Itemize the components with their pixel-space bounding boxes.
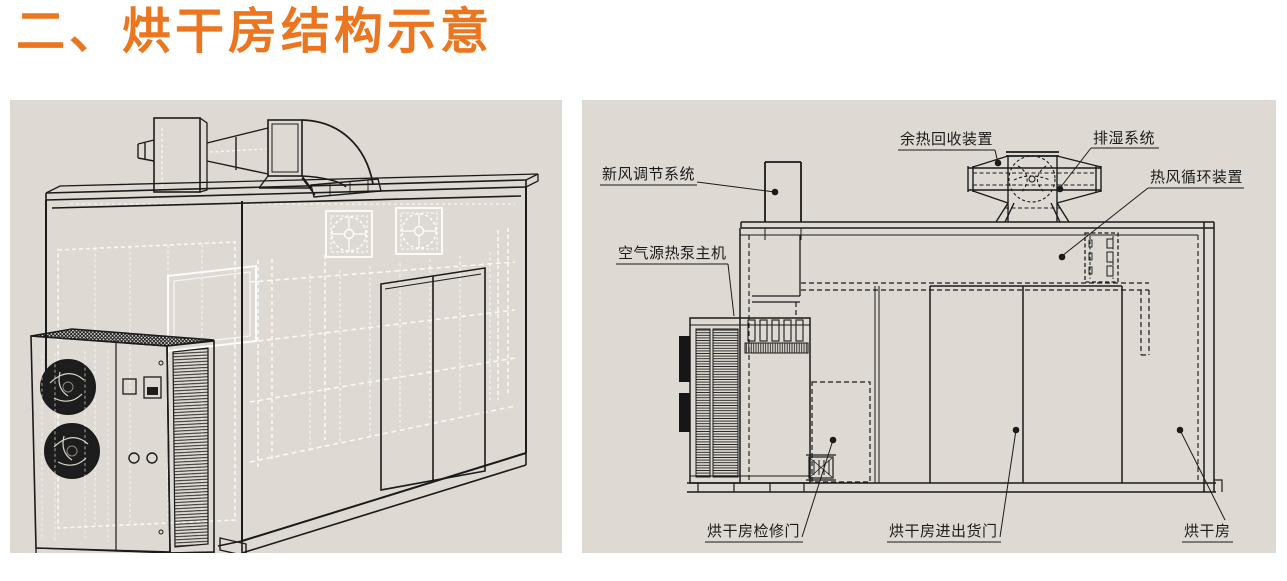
fresh-air-inlet-duct [752, 235, 801, 303]
heat-pump-3d [30, 328, 215, 553]
page-title: 二、烘干房结构示意 [16, 5, 494, 59]
label-air-source-heat-pump: 空气源热泵主机 [618, 245, 727, 262]
ghost-fan-icon [395, 207, 443, 255]
label-maintenance-door: 烘干房检修门 [707, 523, 800, 540]
heat-pump-2d [679, 317, 811, 492]
roof-exhaust-fan [967, 151, 1102, 223]
fresh-air-duct [764, 161, 802, 240]
drying-room-outline [687, 221, 1223, 493]
left-panel-3d-view [10, 100, 562, 553]
label-cargo-door: 烘干房进出货门 [889, 523, 998, 540]
labels: 新风调节系统 余热回收装置 排湿系统 热风循环装置 空气源热泵主机 烘干房检修门… [600, 130, 1244, 543]
container-door-outline [380, 267, 486, 491]
label-hot-air-circulation-device: 热风循环装置 [1150, 169, 1243, 186]
label-dehumidification-system: 排湿系统 [1093, 130, 1155, 147]
ghost-interior [57, 128, 516, 529]
rooftop-duct [137, 117, 382, 198]
label-fresh-air-system: 新风调节系统 [602, 166, 695, 183]
fan-icon [40, 359, 96, 415]
leader-lines [696, 147, 1226, 538]
circulation-fan-box [1084, 232, 1119, 283]
drying-room-3d-diagram [30, 117, 539, 553]
fan-icon [44, 423, 100, 479]
drying-room-schematic: 新风调节系统 余热回收装置 排湿系统 热风循环装置 空气源热泵主机 烘干房检修门… [600, 130, 1244, 543]
air-duct-dashed [795, 282, 1150, 356]
fan-blade-icon [1008, 155, 1056, 203]
maintenance-door-outline [806, 286, 880, 483]
ghost-fan-icon [325, 210, 373, 258]
label-drying-room: 烘干房 [1184, 523, 1231, 540]
cargo-door-outline [929, 285, 1123, 483]
container-wireframe [45, 173, 539, 553]
right-panel-schematic: 新风调节系统 余热回收装置 排湿系统 热风循环装置 空气源热泵主机 烘干房检修门… [582, 100, 1276, 553]
label-heat-recovery-device: 余热回收装置 [900, 130, 993, 148]
